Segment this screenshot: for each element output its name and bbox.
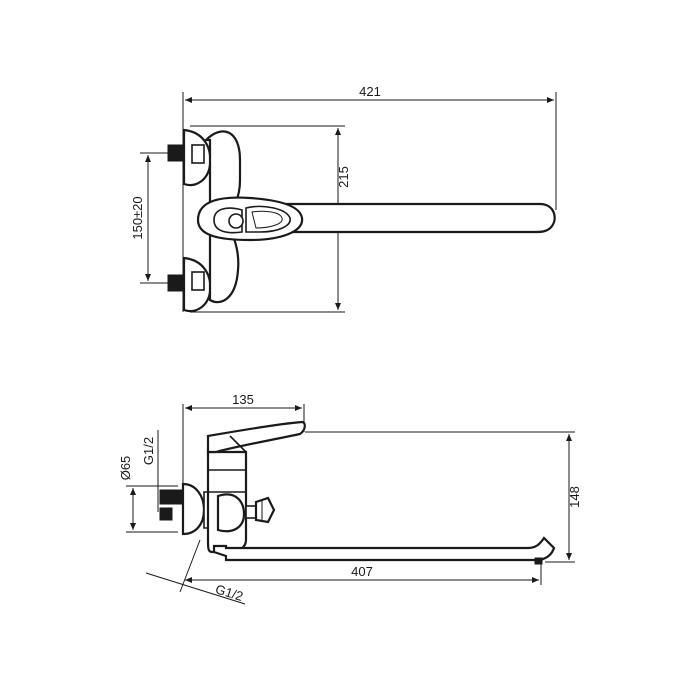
dim-spout-height: 148 bbox=[567, 486, 582, 508]
dim-overall-width: 421 bbox=[359, 84, 381, 99]
front-spout bbox=[268, 202, 556, 234]
dim-height: 215 bbox=[336, 166, 351, 188]
side-wall-flange bbox=[181, 482, 206, 536]
dim-thread-upper: G1/2 bbox=[141, 437, 156, 465]
front-lever-handle bbox=[196, 196, 304, 242]
dim-leader-thread-lower bbox=[179, 539, 201, 593]
side-cartridge bbox=[216, 493, 246, 533]
side-spout-aerator bbox=[534, 557, 543, 565]
side-spout bbox=[212, 536, 556, 562]
side-inlet-nut-lower bbox=[159, 507, 173, 521]
dim-thread-lower: G1/2 bbox=[214, 581, 245, 604]
side-view: 135 Ø65 G1/2 148 407 G1/2 bbox=[118, 392, 582, 605]
dim-inlet-spacing: 150±20 bbox=[130, 196, 145, 239]
dim-spout-reach: 407 bbox=[351, 564, 373, 579]
dim-flange: Ø65 bbox=[118, 456, 133, 481]
front-upper-inlet bbox=[167, 128, 212, 187]
side-lever-handle bbox=[206, 420, 306, 454]
front-view: 421 215 150±20 bbox=[130, 84, 557, 313]
front-lower-inlet bbox=[167, 256, 212, 313]
side-inlet-nut bbox=[159, 489, 184, 505]
dim-line-thread-lower bbox=[145, 572, 246, 605]
dim-body-depth: 135 bbox=[232, 392, 254, 407]
side-diverter-knob bbox=[245, 496, 276, 524]
